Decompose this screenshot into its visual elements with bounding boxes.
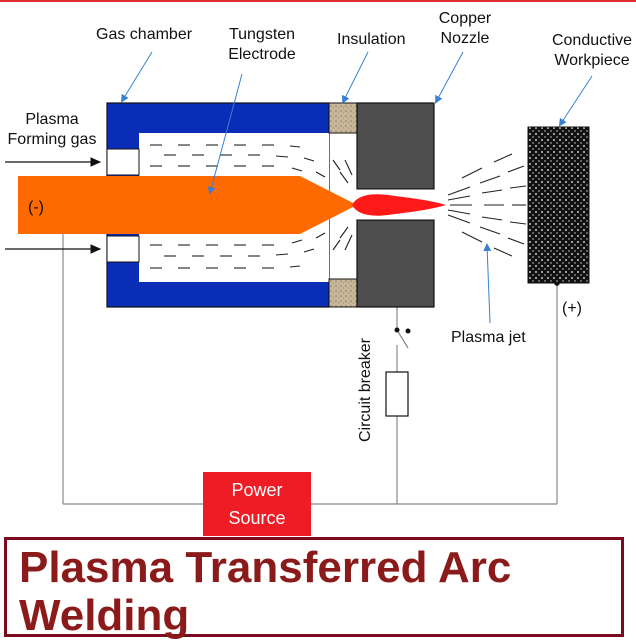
label-insulation: Insulation — [337, 31, 406, 48]
label-plasma-gas-line2: Forming gas — [7, 131, 97, 148]
leader-arrows — [120, 51, 593, 324]
label-plasma-jet: Plasma jet — [451, 329, 526, 346]
breaker-contact-bottom — [405, 328, 411, 334]
title-box: Plasma Transferred Arc Welding — [4, 537, 624, 640]
copper-nozzle-top — [356, 102, 435, 190]
label-plasma-gas: Plasma Forming gas — [2, 110, 102, 150]
label-positive: (+) — [562, 300, 582, 317]
insulation-top — [328, 102, 358, 134]
label-plasma-gas-line1: Plasma — [25, 111, 79, 128]
gas-inlet-top — [106, 148, 140, 176]
label-negative: (-) — [28, 199, 44, 216]
breaker-resistor — [385, 371, 409, 417]
label-workpiece-line1: Conductive — [551, 32, 633, 49]
conductive-workpiece — [527, 126, 590, 284]
power-source-box: Power Source — [203, 472, 311, 536]
label-tungsten-electrode: Tungsten Electrode — [220, 25, 304, 65]
label-circuit-breaker: Circuit breaker — [357, 337, 374, 443]
label-workpiece: Conductive Workpiece — [549, 31, 635, 71]
circuit-wires — [62, 205, 558, 505]
plasma-arc — [352, 194, 446, 216]
label-tungsten-line2: Electrode — [228, 46, 296, 63]
gas-flow-dashes — [150, 144, 353, 269]
plasma-jet-dashes — [447, 153, 527, 257]
title-line2: Welding — [19, 591, 190, 640]
label-copper-line2: Nozzle — [440, 30, 490, 47]
insulation-bottom — [328, 278, 358, 308]
copper-nozzle-bottom — [356, 219, 435, 308]
power-source-line2: Source — [228, 508, 286, 528]
label-workpiece-line2: Workpiece — [554, 52, 630, 69]
power-source-line1: Power — [231, 480, 283, 500]
label-tungsten-line1: Tungsten — [228, 26, 296, 43]
label-gas-chamber: Gas chamber — [96, 26, 193, 43]
page-title: Plasma Transferred Arc Welding — [19, 544, 511, 640]
breaker-contact-top — [394, 327, 400, 333]
label-copper-nozzle: Copper Nozzle — [430, 9, 500, 49]
label-copper-line1: Copper — [438, 10, 492, 27]
tungsten-electrode — [18, 176, 357, 234]
title-line1: Plasma Transferred Arc — [19, 543, 512, 592]
gas-inlet-bottom — [106, 235, 140, 263]
